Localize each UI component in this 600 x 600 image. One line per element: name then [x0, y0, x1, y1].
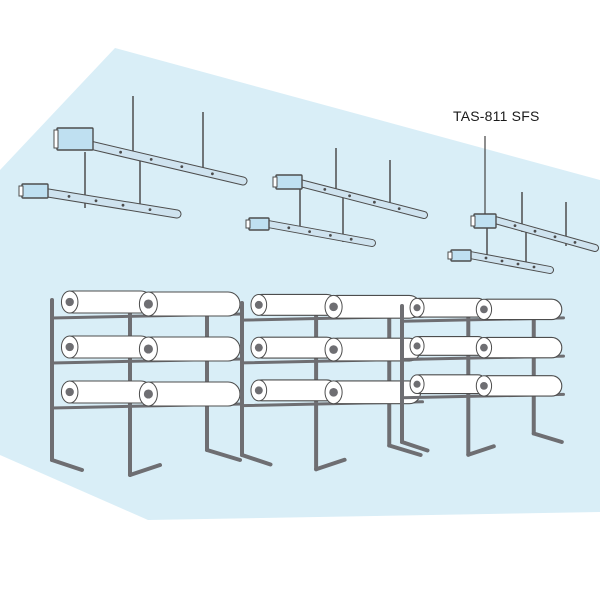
rail-bolt — [67, 195, 71, 198]
projector-lens — [53, 129, 59, 149]
roll-core — [329, 387, 338, 397]
roll-core — [143, 299, 153, 309]
projector-lens — [272, 176, 278, 188]
rack-frame-bar — [387, 443, 423, 457]
rail-bolt — [348, 194, 351, 198]
roll-core — [329, 345, 338, 354]
rail-bolt — [484, 256, 488, 260]
rack-frame-bar — [531, 431, 564, 444]
rail-bolt — [500, 259, 504, 263]
ceiling-rails — [18, 96, 599, 274]
rail-bolt — [121, 203, 125, 207]
rail-body — [467, 252, 553, 273]
roll-core — [254, 300, 263, 309]
model-callout-label: TAS-811 SFS — [453, 108, 540, 124]
roll-core — [143, 389, 153, 399]
roll-core — [143, 344, 153, 354]
projector-lens — [18, 185, 24, 197]
rail-bolt — [119, 150, 122, 154]
rail-bolt — [148, 208, 152, 212]
rail-bolt — [149, 158, 153, 161]
rail-bolt — [373, 200, 376, 204]
projector-lens — [447, 251, 453, 260]
projector-box — [275, 174, 303, 190]
roll-core — [480, 343, 488, 352]
roll-core — [329, 302, 338, 312]
rack-frame-bar — [466, 444, 496, 457]
rail-body — [38, 188, 181, 218]
rail-bolt — [287, 226, 291, 230]
rail-bolt — [323, 188, 327, 191]
rail-body — [86, 141, 247, 185]
roll-core — [413, 304, 421, 312]
rack-frame-bar — [314, 457, 347, 472]
rail-bolt — [349, 237, 353, 241]
rail-bolt — [532, 265, 536, 269]
rail-bolt — [573, 241, 577, 244]
projector-box — [248, 217, 270, 231]
rail-bolt — [533, 229, 537, 233]
roll-core — [254, 386, 263, 395]
rack-frame-bar — [240, 453, 273, 467]
rack-frame-bar — [128, 463, 162, 477]
roll-core — [254, 343, 263, 352]
rail-body — [297, 180, 427, 218]
rail-body — [265, 221, 375, 246]
rail-bolt — [397, 207, 401, 211]
rack-frame-bar — [400, 440, 430, 453]
projector-box — [473, 213, 497, 229]
rail-bolt — [513, 224, 517, 228]
rail-bolt — [211, 172, 214, 176]
roll-core — [65, 342, 74, 352]
rail-bolt — [329, 234, 332, 237]
rail-body — [492, 217, 598, 251]
roll-core — [413, 342, 421, 350]
roll-core — [480, 305, 488, 314]
rail-bolt — [94, 199, 98, 203]
projector-box — [21, 183, 49, 199]
roll-racks — [50, 290, 565, 477]
projector-lens — [245, 219, 251, 229]
projector-lens — [470, 215, 476, 227]
roll-core — [65, 297, 74, 307]
rail-bolt — [516, 262, 520, 266]
rail-bolt — [308, 230, 311, 234]
rail-bolt — [553, 235, 557, 239]
projector-box — [56, 127, 94, 151]
rack-frame-bar — [50, 458, 84, 472]
rail-bolt — [180, 165, 184, 169]
rack-frame-bar — [205, 448, 242, 462]
roll-core — [65, 387, 74, 397]
roll-core — [480, 382, 488, 390]
projector-box — [450, 249, 472, 262]
roll-core — [413, 380, 421, 388]
